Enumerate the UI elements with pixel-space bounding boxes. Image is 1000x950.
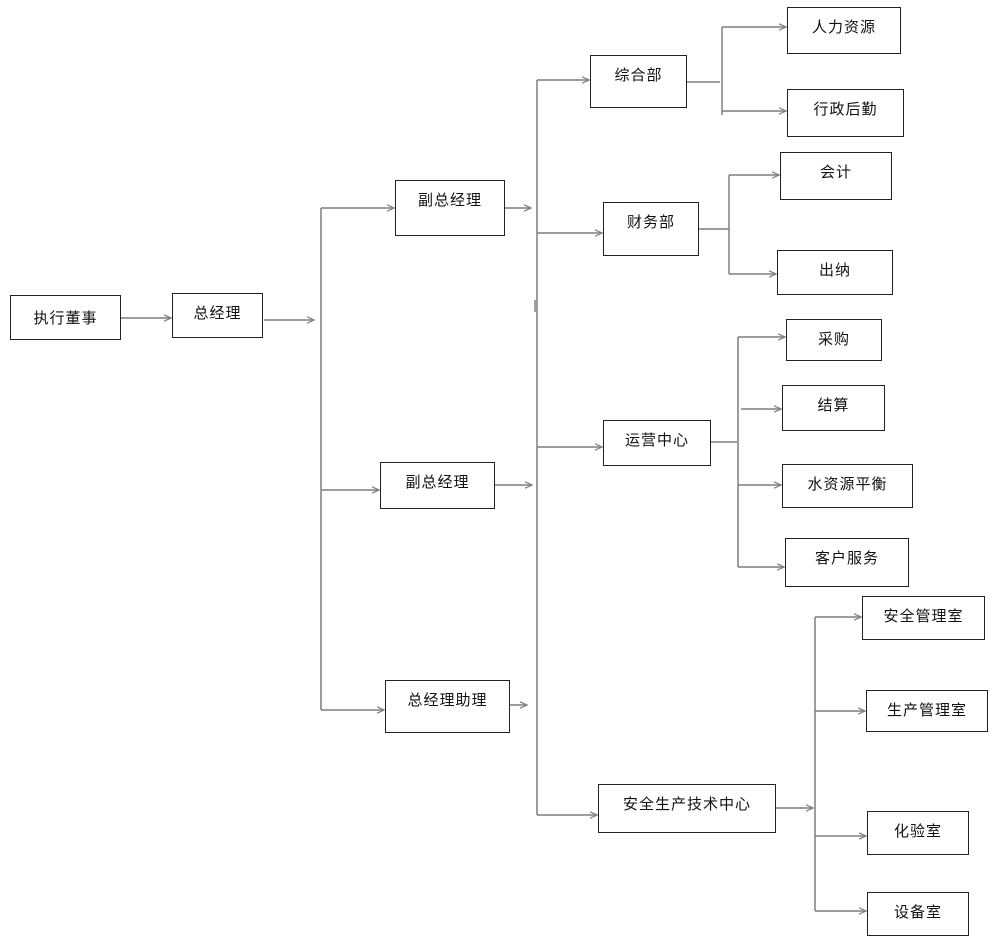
node-label: 采购 — [817, 330, 850, 348]
node-accounting: 会计 — [780, 152, 892, 200]
node-deputy-gm-1: 副总经理 — [395, 180, 505, 236]
node-label: 水资源平衡 — [807, 475, 888, 493]
node-label: 行政后勤 — [813, 100, 878, 118]
node-label: 运营中心 — [624, 431, 689, 449]
node-lab-room: 化验室 — [867, 811, 969, 855]
node-general-manager: 总经理 — [172, 293, 263, 338]
node-label: 安全生产技术中心 — [622, 795, 751, 813]
node-label: 安全管理室 — [883, 607, 964, 625]
node-label: 会计 — [819, 163, 852, 181]
node-label: 客户服务 — [814, 549, 879, 567]
node-label: 结算 — [817, 396, 850, 414]
node-customer-service: 客户服务 — [785, 538, 909, 587]
node-admin-logistics: 行政后勤 — [787, 89, 904, 137]
node-cashier: 出纳 — [777, 250, 893, 295]
node-procurement: 采购 — [786, 319, 882, 361]
node-label: 总经理 — [193, 304, 242, 322]
node-executive-director: 执行董事 — [10, 295, 121, 340]
node-label: 副总经理 — [405, 473, 470, 491]
node-label: 执行董事 — [33, 309, 98, 327]
node-general-dept: 综合部 — [590, 55, 687, 108]
node-label: 综合部 — [614, 66, 663, 84]
node-finance-dept: 财务部 — [603, 202, 699, 256]
node-safety-mgmt-room: 安全管理室 — [862, 596, 985, 640]
node-deputy-gm-2: 副总经理 — [380, 462, 495, 509]
node-label: 副总经理 — [417, 191, 482, 209]
node-label: 设备室 — [893, 903, 942, 921]
node-safety-tech-center: 安全生产技术中心 — [598, 784, 776, 833]
node-label: 化验室 — [893, 822, 942, 840]
node-label: 总经理助理 — [407, 691, 488, 709]
node-label: 人力资源 — [811, 18, 876, 36]
node-production-mgmt-room: 生产管理室 — [866, 690, 988, 732]
node-water-balance: 水资源平衡 — [782, 464, 913, 508]
node-gm-assistant: 总经理助理 — [385, 680, 510, 733]
node-human-resources: 人力资源 — [787, 7, 901, 54]
node-settlement: 结算 — [782, 385, 885, 431]
node-label: 生产管理室 — [886, 701, 967, 719]
node-operations-center: 运营中心 — [603, 420, 711, 466]
node-label: 出纳 — [818, 261, 851, 279]
node-equipment-room: 设备室 — [867, 892, 969, 936]
node-label: 财务部 — [626, 213, 675, 231]
